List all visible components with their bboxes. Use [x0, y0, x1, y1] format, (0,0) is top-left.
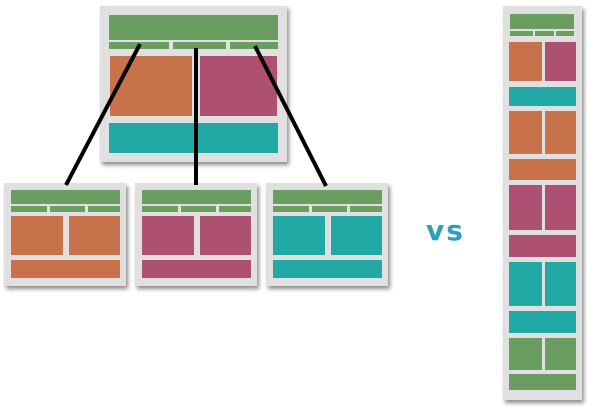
nav-item-block	[88, 206, 120, 212]
orange-content-block	[69, 216, 120, 255]
magenta-section-block	[545, 42, 576, 81]
teal-content-block	[545, 262, 576, 306]
nav-item-block	[142, 206, 178, 212]
orange-content-block	[545, 111, 576, 154]
connector-line-right	[253, 45, 328, 187]
nav-item-block	[350, 206, 382, 212]
nav-item-block	[312, 206, 347, 212]
green-footer-block	[509, 374, 576, 390]
orange-section-block	[110, 56, 192, 116]
header-block	[510, 14, 574, 29]
nav-item-block	[230, 42, 278, 49]
teal-content-block	[331, 216, 382, 255]
magenta-content-block	[509, 185, 542, 230]
teal-footer-block	[509, 311, 576, 333]
teal-content-block	[273, 216, 325, 255]
nav-item-block	[50, 206, 85, 212]
teal-footer-block	[273, 260, 382, 278]
nav-item-block	[556, 31, 574, 36]
nav-item-block	[273, 206, 309, 212]
nav-item-block	[173, 42, 226, 49]
mobile-single-page-layout	[503, 6, 582, 400]
magenta-footer-block	[142, 260, 251, 278]
magenta-footer-block	[509, 235, 576, 257]
connector-line-left	[64, 43, 142, 186]
magenta-page-layout	[135, 183, 257, 286]
orange-footer-block	[11, 260, 120, 278]
vs-label: vs	[426, 214, 465, 247]
teal-section-block	[109, 123, 278, 153]
nav-item-block	[535, 31, 554, 36]
header-block	[273, 190, 382, 204]
teal-section-block	[509, 87, 576, 106]
orange-page-layout	[4, 183, 126, 286]
nav-item-block	[181, 206, 216, 212]
orange-content-block	[11, 216, 63, 255]
orange-content-block	[509, 111, 542, 154]
magenta-content-block	[142, 216, 194, 255]
magenta-content-block	[200, 216, 251, 255]
teal-page-layout	[266, 183, 388, 286]
orange-section-block	[509, 42, 542, 81]
magenta-content-block	[545, 185, 576, 230]
orange-footer-block	[509, 159, 576, 180]
teal-content-block	[509, 262, 542, 306]
header-block	[142, 190, 251, 204]
header-block	[11, 190, 120, 204]
desktop-layout	[100, 6, 287, 162]
nav-item-block	[510, 31, 533, 36]
nav-item-block	[11, 206, 47, 212]
nav-item-block	[219, 206, 251, 212]
header-block	[109, 15, 278, 40]
green-content-block	[545, 338, 576, 370]
green-content-block	[509, 338, 542, 370]
